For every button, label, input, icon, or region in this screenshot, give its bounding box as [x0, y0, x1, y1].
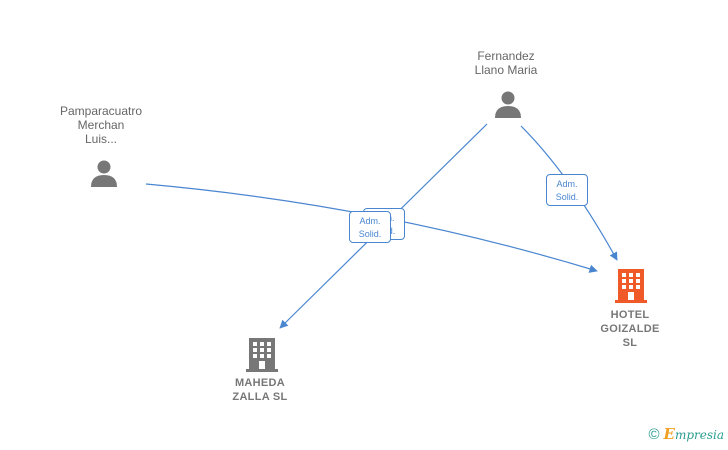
- brand-footer: © Empresia: [648, 425, 724, 443]
- person-icon[interactable]: [493, 89, 523, 119]
- person-label-pamparacuatro[interactable]: Pamparacuatro Merchan Luis...: [59, 104, 143, 146]
- building-icon[interactable]: [246, 336, 278, 372]
- company-label-maheda-zalla[interactable]: MAHEDA ZALLA SL: [232, 377, 288, 403]
- brand-logo[interactable]: Empresia: [663, 425, 725, 443]
- person-icon[interactable]: [89, 158, 119, 188]
- building-icon[interactable]: [615, 267, 647, 303]
- edge-label-shared-front[interactable]: Adm. Solid.: [349, 211, 391, 243]
- copyright-icon: ©: [648, 425, 660, 443]
- person-label-fernandez[interactable]: Fernandez Llano Maria: [474, 49, 538, 77]
- edge-label-fernandez-hotel[interactable]: Adm. Solid.: [546, 174, 588, 206]
- company-label-hotel-goizalde[interactable]: HOTEL GOIZALDE SL: [600, 309, 660, 349]
